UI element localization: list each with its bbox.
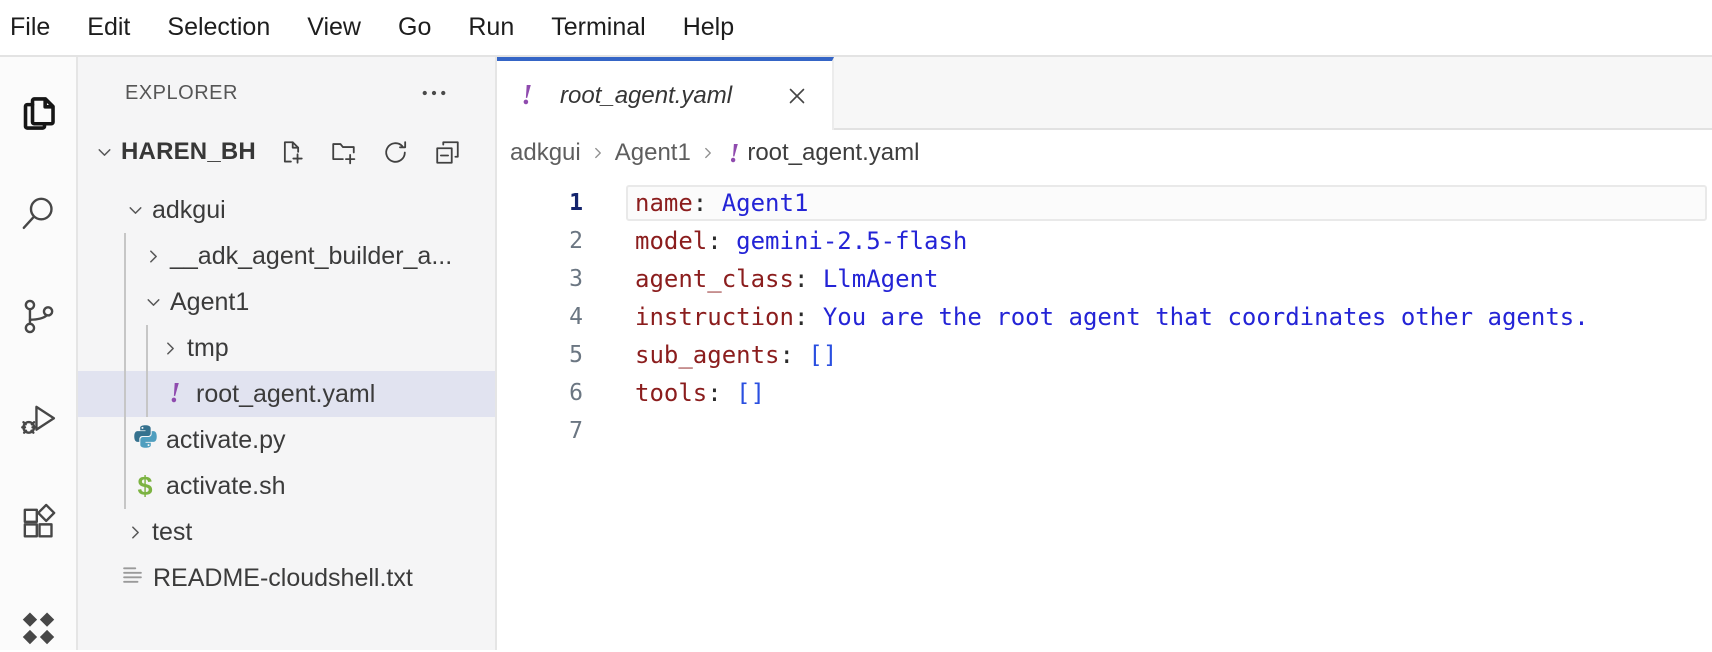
python-icon — [132, 423, 159, 457]
yaml-icon: ! — [728, 137, 740, 168]
tree-item-adkgui[interactable]: adkgui — [78, 187, 495, 233]
breadcrumb-item[interactable]: adkgui — [510, 139, 581, 166]
chevron-down-icon — [92, 140, 116, 164]
activity-extensions[interactable] — [12, 496, 64, 548]
line-number[interactable]: 6 — [569, 380, 583, 406]
explorer-actions — [276, 137, 463, 168]
breadcrumb-item[interactable]: Agent1 — [614, 139, 691, 166]
workspace-root-row[interactable]: HAREN_BH — [78, 129, 495, 175]
line-number[interactable]: 3 — [569, 266, 583, 292]
tree-item-activate-py[interactable]: activate.py — [78, 417, 495, 463]
tree-item-test[interactable]: test — [78, 509, 495, 555]
breadcrumb-item[interactable]: root_agent.yaml — [747, 139, 920, 166]
chevron-right-icon — [158, 336, 182, 360]
menu-file[interactable]: File — [10, 13, 51, 41]
line-number[interactable]: 7 — [569, 418, 583, 444]
tree-item--adk-agent-builder-a-[interactable]: __adk_agent_builder_a... — [78, 233, 495, 279]
tab-title: root_agent.yaml — [560, 81, 733, 109]
tab-bar: ! root_agent.yaml — [497, 57, 1712, 130]
collapse-all-button[interactable] — [432, 137, 463, 168]
sidebar-header: EXPLORER — [78, 57, 495, 129]
chevron-right-icon — [585, 140, 611, 166]
chevron-right-icon — [141, 244, 165, 268]
more-actions-button[interactable] — [417, 76, 451, 110]
new-folder-button[interactable] — [328, 137, 359, 168]
line-number[interactable]: 4 — [569, 304, 583, 330]
editor-group: ! root_agent.yaml adkgui Agent1! root_agen… — [497, 57, 1712, 650]
chevron-right-icon — [695, 140, 721, 166]
close-icon[interactable] — [782, 81, 812, 111]
menu-go[interactable]: Go — [398, 13, 432, 41]
menu-view[interactable]: View — [307, 13, 361, 41]
activity-cloud-code[interactable] — [12, 602, 64, 652]
activity-explorer[interactable] — [12, 87, 64, 139]
tree-item-readme-cloudshell-txt[interactable]: README-cloudshell.txt — [78, 555, 495, 601]
chevron-right-icon — [123, 520, 147, 544]
indent-guide — [124, 233, 126, 509]
yaml-icon: ! — [513, 73, 541, 119]
menu-bar: File Edit Selection View Go Run Terminal Help — [0, 0, 1712, 57]
line-number[interactable]: 2 — [569, 228, 583, 254]
shell-icon: $ — [137, 470, 153, 501]
activity-source-control[interactable] — [12, 290, 64, 342]
tree-item-activate-sh[interactable]: $activate.sh — [137, 470, 286, 501]
indent-guide — [146, 325, 148, 417]
code-line[interactable]: 7 — [497, 412, 1712, 450]
explorer-sidebar: EXPLORER HAREN_BH adkgui__adk_agent_buil… — [78, 57, 497, 650]
line-number[interactable]: 5 — [569, 342, 583, 368]
menu-edit[interactable]: Edit — [87, 13, 131, 41]
sidebar-title: EXPLORER — [125, 81, 238, 104]
breadcrumb: adkgui Agent1! root_agent.yaml — [497, 130, 1712, 176]
tree-item-root-agent-yaml[interactable]: !root_agent.yaml — [78, 371, 495, 417]
tab-root-agent-yaml[interactable]: ! root_agent.yaml — [497, 57, 834, 130]
chevron-down-icon — [141, 290, 165, 314]
menu-terminal[interactable]: Terminal — [551, 13, 646, 41]
activity-search[interactable] — [12, 187, 64, 239]
current-line-highlight — [626, 185, 1707, 221]
new-file-button[interactable] — [276, 137, 307, 168]
text-icon — [119, 561, 146, 595]
menu-selection[interactable]: Selection — [167, 13, 271, 41]
yaml-icon: ! — [521, 79, 533, 111]
yaml-icon: ! — [169, 378, 181, 409]
activity-run-and-debug[interactable] — [12, 393, 64, 445]
activity-bar — [0, 57, 78, 650]
tree-item-agent1[interactable]: Agent1 — [78, 279, 495, 325]
tree-item-tmp[interactable]: tmp — [78, 325, 495, 371]
workspace-name: HAREN_BH — [121, 138, 256, 165]
menu-run[interactable]: Run — [468, 13, 515, 41]
menu-help[interactable]: Help — [682, 13, 735, 41]
refresh-button[interactable] — [380, 137, 411, 168]
line-number[interactable]: 1 — [569, 190, 583, 216]
chevron-down-icon — [123, 198, 147, 222]
workbench: EXPLORER HAREN_BH adkgui__adk_agent_buil… — [0, 57, 1712, 650]
